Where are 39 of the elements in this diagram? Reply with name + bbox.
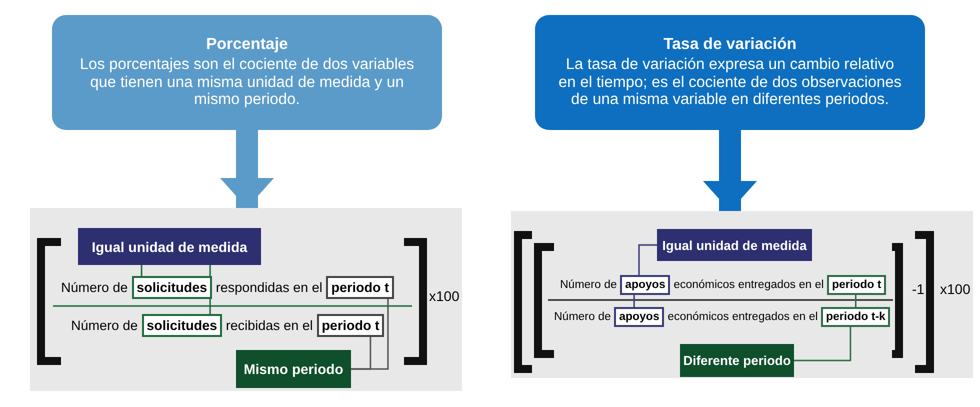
formula-text: Número de (61, 280, 128, 295)
formula-text: Número de (71, 318, 138, 333)
highlighted-term: periodo t-k (821, 307, 890, 327)
connector-line (633, 295, 635, 307)
formula-text: Número de (560, 279, 617, 291)
highlighted-term: periodo t (827, 275, 886, 295)
formula-text: x100 (940, 281, 970, 297)
category-label: Diferente periodo (680, 344, 794, 377)
formula-panel (511, 211, 973, 378)
card-text: Los porcentajes son el cociente de dos variables que tienen una misma unidad de medida y un mismo periodo. (78, 56, 416, 110)
highlighted-term: solicitudes (132, 276, 212, 299)
connector-line (351, 337, 372, 370)
highlighted-term: periodo t (316, 314, 384, 337)
highlighted-term: apoyos (614, 307, 664, 327)
connector-line (794, 327, 852, 362)
card-title: Porcentaje (205, 36, 289, 54)
formula-text: recibidas en el (226, 318, 313, 333)
highlighted-term: periodo t (326, 276, 394, 299)
connector-line (140, 265, 142, 276)
formula-text: x100 (429, 288, 460, 304)
highlighted-term: apoyos (620, 275, 670, 295)
category-label: Igual unidad de medida (657, 229, 812, 261)
category-label: Mismo periodo (236, 350, 351, 388)
formula-text: -1 (912, 281, 924, 297)
highlighted-term: solicitudes (142, 314, 222, 337)
formula-text: respondidas en el (216, 280, 322, 295)
down-arrow (220, 130, 274, 208)
down-arrow (703, 130, 757, 211)
connector-line (638, 244, 657, 275)
card-title: Tasa de variación (662, 36, 798, 54)
formula-text: económicos entregados en el (668, 311, 818, 323)
formula-text: económicos entregados en el (674, 279, 824, 291)
connector-line (854, 295, 856, 307)
info-card (535, 15, 925, 130)
category-label: Igual unidad de medida (78, 228, 261, 265)
formula-text: Número de (554, 311, 611, 323)
card-text: La tasa de variación expresa un cambio relativo en el tiempo; es el cociente de dos observaciones de una misma variable en diferentes periodos. (558, 56, 902, 110)
formula-panel (30, 208, 462, 391)
info-card (52, 15, 442, 130)
